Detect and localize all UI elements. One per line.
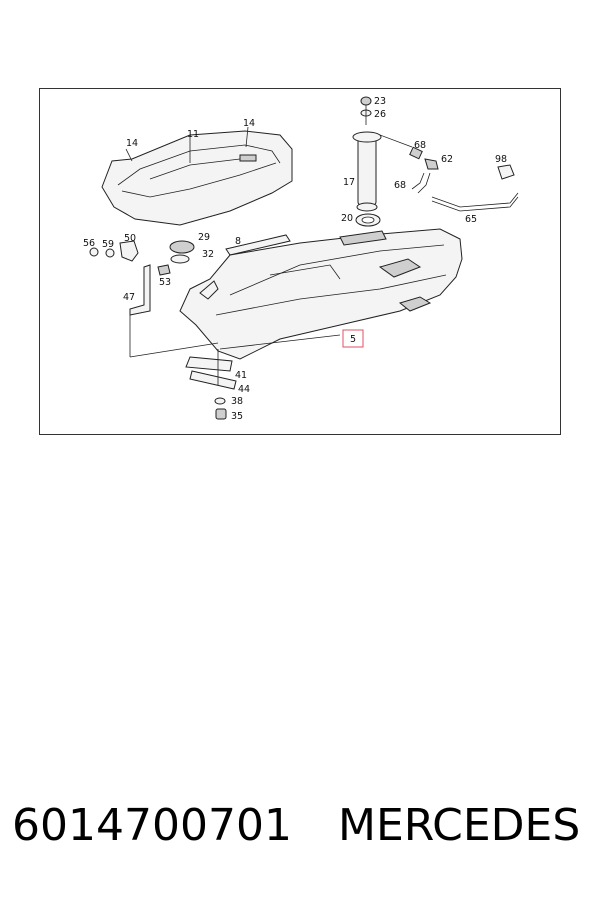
fuel-tank-part [179, 228, 463, 360]
highlighted-part-box [342, 329, 364, 348]
callout-14-right: 14 [243, 118, 255, 129]
callout-41: 41 [235, 370, 247, 381]
callout-53: 53 [159, 277, 171, 288]
fuel-sender-unit-part [352, 96, 413, 227]
callout-14-left: 14 [126, 138, 138, 149]
brand-name: MERCEDES [338, 800, 581, 851]
callout-44: 44 [238, 384, 250, 395]
tank-strap-part [225, 234, 291, 256]
callout-50: 50 [124, 233, 136, 244]
tank-shield-part [101, 126, 293, 226]
callout-65: 65 [465, 214, 477, 225]
fuel-tank-exploded-diagram: 23 26 14 11 14 68 62 98 17 68 20 65 8 56… [83, 96, 519, 422]
callout-29: 29 [198, 232, 210, 243]
callout-35: 35 [231, 411, 243, 422]
callout-68-hose: 68 [394, 180, 406, 191]
mounting-hardware-parts [89, 240, 195, 276]
part-number: 6014700701 [12, 800, 292, 851]
callout-68-top: 68 [414, 140, 426, 151]
callout-47: 47 [123, 292, 135, 303]
callout-32: 32 [202, 249, 214, 260]
callout-56: 56 [83, 238, 95, 249]
parts-diagram-frame: 23 26 14 11 14 68 62 98 17 68 20 65 8 56… [39, 88, 561, 435]
callout-5: 5 [350, 334, 356, 345]
callout-59: 59 [102, 239, 114, 250]
callout-23: 23 [374, 96, 386, 107]
callout-62: 62 [441, 154, 453, 165]
tank-bracket-part [129, 264, 151, 357]
callout-8: 8 [235, 236, 241, 247]
callout-98: 98 [495, 154, 507, 165]
product-caption: 6014700701 MERCEDES [0, 800, 600, 870]
callout-38: 38 [231, 396, 243, 407]
callout-20: 20 [341, 213, 353, 224]
callout-11: 11 [187, 129, 199, 140]
callout-17: 17 [343, 177, 355, 188]
callout-26: 26 [374, 109, 386, 120]
strap-pads-and-fasteners [129, 342, 237, 420]
fuel-lines-part [409, 146, 519, 212]
